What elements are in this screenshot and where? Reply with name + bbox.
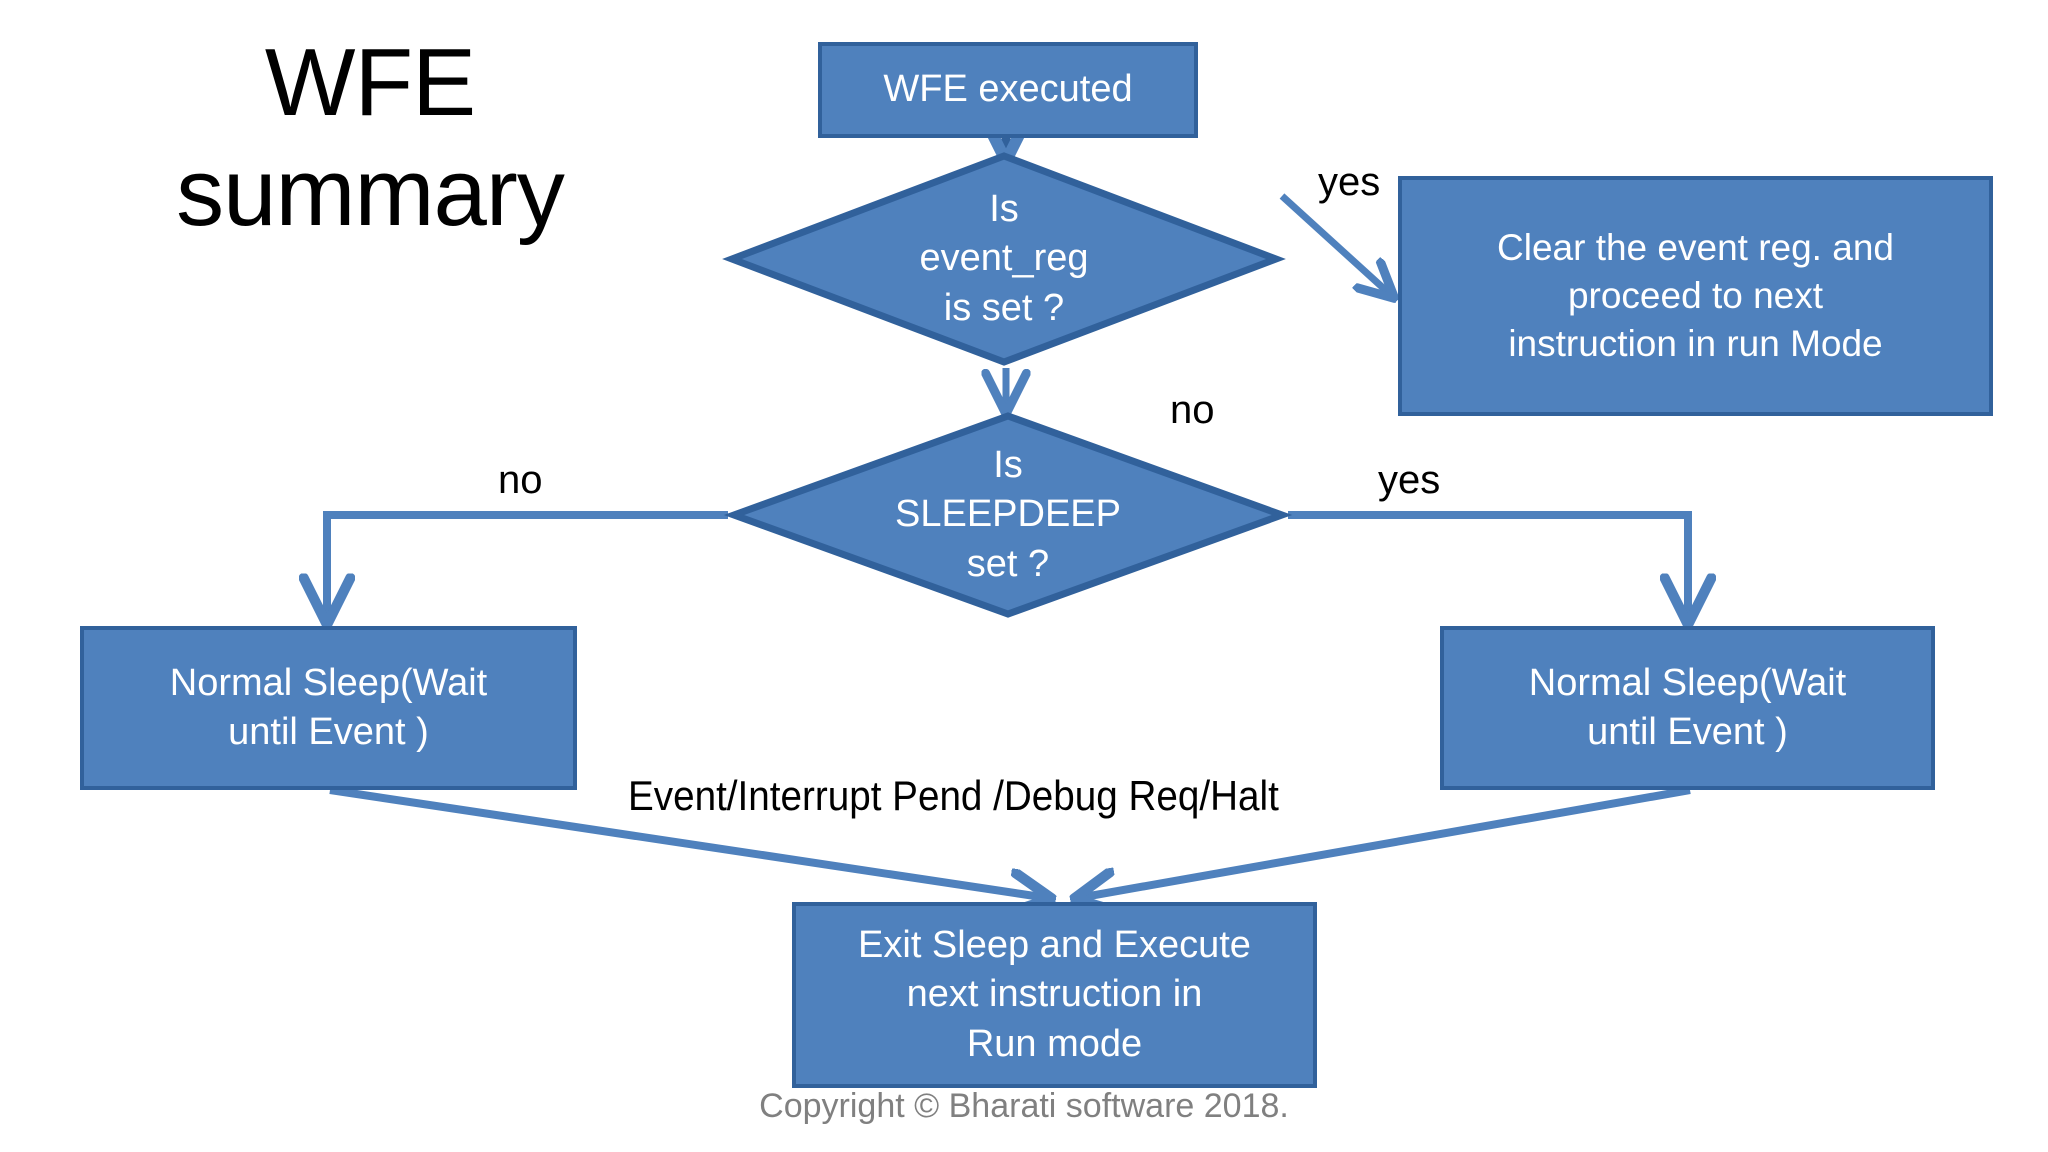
connector-sleepdeep-no-to-left-sleep	[327, 511, 728, 620]
node-wfe-executed[interactable]: WFE executed	[818, 42, 1198, 138]
slide-title-line-1: WFE	[264, 29, 476, 136]
diamond-shape	[722, 152, 1286, 366]
node-clear-event-reg[interactable]: Clear the event reg. and proceed to next…	[1398, 176, 1993, 416]
diamond-shape	[723, 412, 1293, 618]
node-is-sleepdeep-set[interactable]: Is SLEEPDEEP set ?	[723, 412, 1293, 618]
node-normal-sleep-left[interactable]: Normal Sleep(Wait until Event )	[80, 626, 577, 790]
copyright-text: Copyright © Bharati software 2018.	[759, 1087, 1289, 1125]
node-normal-sleep-right[interactable]: Normal Sleep(Wait until Event )	[1440, 626, 1935, 790]
node-is-event-reg-set[interactable]: Is event_reg is set ?	[722, 152, 1286, 366]
edge-label-no-event-reg: no	[1170, 388, 1215, 432]
slide-title: WFE summary	[120, 35, 620, 241]
edge-label-wake-sources: Event/Interrupt Pend /Debug Req/Halt	[628, 772, 1279, 819]
edge-label-yes-sleepdeep: yes	[1378, 458, 1441, 502]
edge-label-no-sleepdeep: no	[498, 458, 543, 502]
connector-sleepdeep-yes-to-right-sleep	[1288, 511, 1688, 620]
edge-label-yes-event-reg: yes	[1318, 160, 1381, 204]
connector-eventreg-yes-to-clear	[1279, 193, 1392, 296]
node-exit-sleep[interactable]: Exit Sleep and Execute next instruction …	[792, 902, 1317, 1088]
slide-title-line-2: summary	[176, 139, 565, 246]
